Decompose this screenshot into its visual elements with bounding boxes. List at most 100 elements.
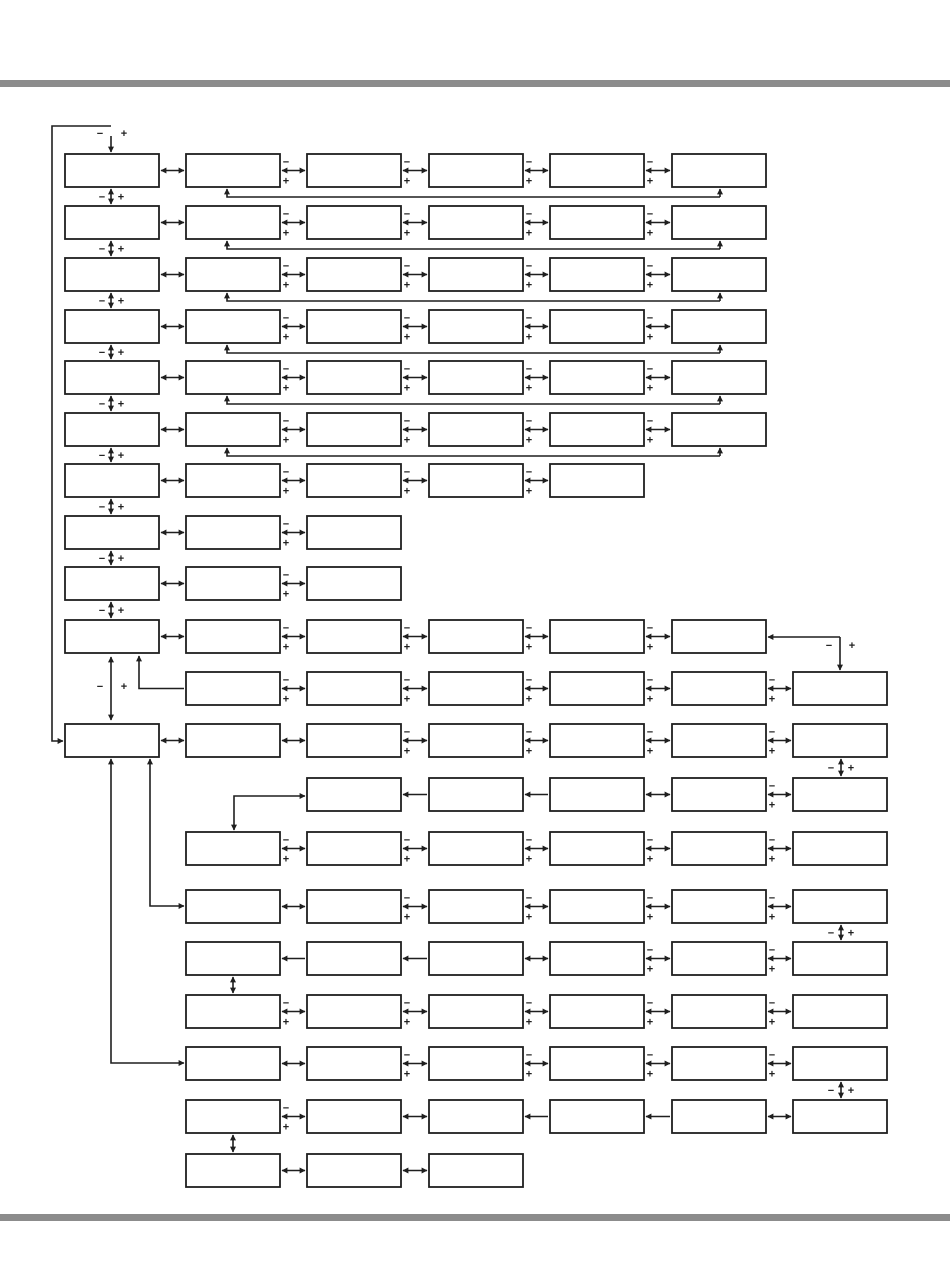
plus-label: + — [283, 1122, 289, 1134]
plus-label: + — [283, 332, 289, 344]
menu-box-r2-c4 — [549, 205, 645, 240]
plus-label: + — [283, 435, 289, 447]
menu-box-r6-c5 — [671, 412, 767, 447]
menu-box-r16-c4 — [549, 941, 645, 976]
minus-label: − — [526, 998, 532, 1010]
outer-loop-arrow — [108, 758, 185, 1066]
plus-label: + — [404, 912, 410, 924]
plus-label: + — [118, 244, 124, 256]
minus-label: − — [526, 261, 532, 273]
minus-label: − — [283, 157, 289, 169]
minus-label: − — [283, 261, 289, 273]
minus-label: − — [526, 209, 532, 221]
minus-label: − — [99, 450, 105, 462]
menu-box-r2-c1 — [185, 205, 281, 240]
plus-label: + — [526, 383, 532, 395]
menu-box-r2-c2 — [306, 205, 402, 240]
menu-box-r15-c3 — [428, 889, 524, 924]
plus-label: + — [283, 176, 289, 188]
menu-box-r9-c0 — [64, 566, 160, 601]
minus-label: − — [283, 519, 289, 531]
menu-box-r1-c0 — [64, 153, 160, 188]
minus-label: − — [769, 781, 775, 793]
plus-label: + — [647, 228, 653, 240]
minus-label: − — [526, 467, 532, 479]
menu-box-r10-c4 — [549, 619, 645, 654]
menu-box-r4-c2 — [306, 309, 402, 344]
menu-box-r7-c3 — [428, 463, 524, 498]
plus-label: + — [526, 486, 532, 498]
menu-box-r7-c1 — [185, 463, 281, 498]
menu-box-r14-c1 — [185, 831, 281, 866]
minus-label: − — [404, 675, 410, 687]
menu-box-r12-c4 — [549, 723, 645, 758]
plus-label: + — [118, 450, 124, 462]
minus-label: − — [769, 727, 775, 739]
minus-label: − — [404, 1050, 410, 1062]
menu-box-r13-c5 — [671, 777, 767, 812]
menu-box-r3-c4 — [549, 257, 645, 292]
menu-box-r14-c2 — [306, 831, 402, 866]
minus-label: − — [769, 998, 775, 1010]
minus-label: − — [283, 416, 289, 428]
menu-box-r1-c5 — [671, 153, 767, 188]
plus-label: + — [283, 538, 289, 550]
minus-label: − — [283, 998, 289, 1010]
minus-label: − — [647, 945, 653, 957]
minus-label: − — [769, 945, 775, 957]
return-arrow — [224, 188, 720, 198]
minus-label: − — [404, 364, 410, 376]
menu-box-r19-c2 — [306, 1099, 402, 1134]
plus-label: + — [769, 964, 775, 976]
top-rule — [0, 80, 950, 87]
plus-label: + — [849, 640, 855, 652]
plus-label: + — [647, 854, 653, 866]
menu-box-r19-c1 — [185, 1099, 281, 1134]
minus-label: − — [283, 364, 289, 376]
menu-box-r5-c1 — [185, 360, 281, 395]
plus-label: + — [647, 176, 653, 188]
menu-box-r19-c4 — [549, 1099, 645, 1134]
menu-connectors — [51, 125, 844, 1174]
minus-label: − — [526, 157, 532, 169]
minus-label: − — [283, 313, 289, 325]
return-arrow — [224, 240, 720, 250]
menu-box-r2-c5 — [671, 205, 767, 240]
minus-label: − — [647, 157, 653, 169]
plus-label: + — [769, 694, 775, 706]
minus-label: − — [283, 1103, 289, 1115]
menu-box-r12-c1 — [185, 723, 281, 758]
menu-box-r5-c2 — [306, 360, 402, 395]
menu-box-r5-c5 — [671, 360, 767, 395]
plus-label: + — [121, 681, 127, 693]
menu-box-r4-c0 — [64, 309, 160, 344]
menu-box-r1-c3 — [428, 153, 524, 188]
plus-label: + — [526, 746, 532, 758]
menu-box-r16-c1 — [185, 941, 281, 976]
plus-label: + — [118, 296, 124, 308]
menu-box-r2-c0 — [64, 205, 160, 240]
menu-box-r15-c1 — [185, 889, 281, 924]
menu-box-r19-c5 — [671, 1099, 767, 1134]
menu-box-r18-c3 — [428, 1046, 524, 1081]
plus-label: + — [848, 1085, 854, 1097]
menu-box-r20-c1 — [185, 1153, 281, 1188]
minus-label: − — [99, 605, 105, 617]
minus-label: − — [283, 570, 289, 582]
menu-box-r3-c3 — [428, 257, 524, 292]
menu-box-r10-c5 — [671, 619, 767, 654]
minus-label: − — [526, 675, 532, 687]
plus-label: + — [647, 383, 653, 395]
menu-box-r3-c1 — [185, 257, 281, 292]
menu-box-r17-c3 — [428, 994, 524, 1029]
plus-label: + — [848, 928, 854, 940]
plus-label: + — [769, 746, 775, 758]
menu-box-r7-c4 — [549, 463, 645, 498]
minus-label: − — [283, 623, 289, 635]
plus-label: + — [404, 1069, 410, 1081]
plus-label: + — [404, 332, 410, 344]
plus-label: + — [118, 553, 124, 565]
menu-box-r1-c2 — [306, 153, 402, 188]
menu-box-r16-c2 — [306, 941, 402, 976]
menu-box-r6-c1 — [185, 412, 281, 447]
